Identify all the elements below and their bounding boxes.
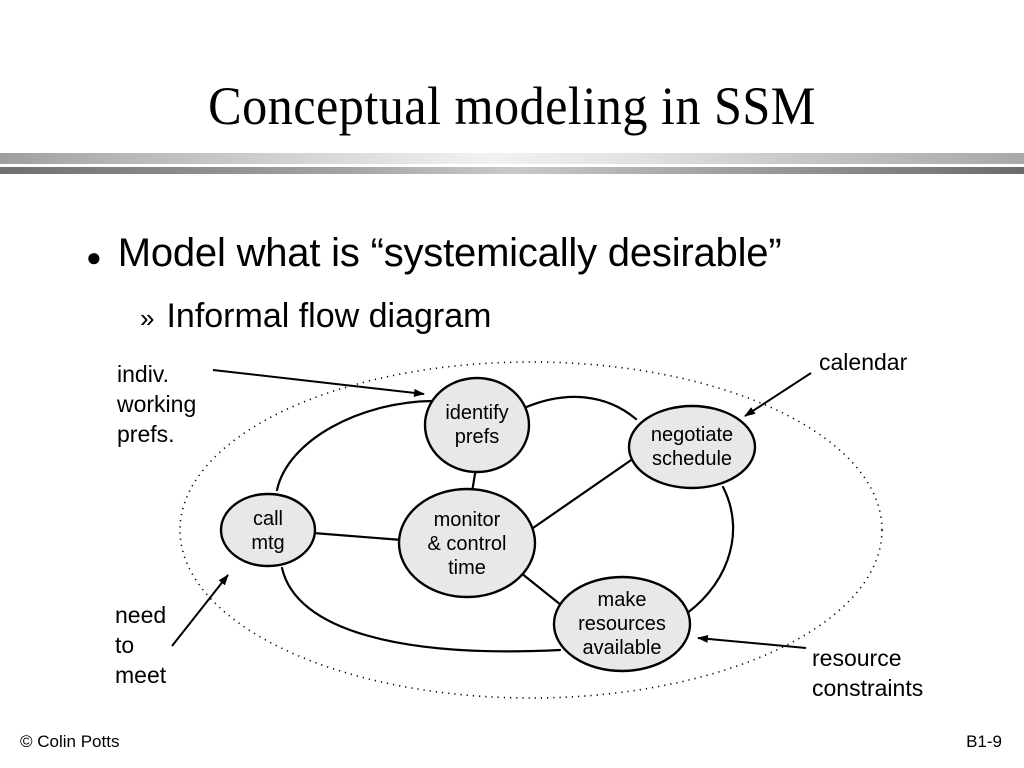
node-call-mtg-shape	[219, 492, 317, 568]
node-make-resources-available-line-2: available	[583, 637, 662, 659]
node-monitor-control-time[interactable]: monitor & control time	[397, 487, 537, 599]
node-negotiate-schedule[interactable]: negotiate schedule	[627, 404, 757, 490]
annotation-resource-constraints: resource constraints	[812, 645, 923, 701]
edge-identify-prefs-to-negotiate-schedule	[522, 395, 638, 421]
bullet-primary-label: Model what is “systemically desirable”	[117, 231, 782, 275]
node-monitor-control-time-shape	[397, 487, 537, 599]
node-make-resources-available-line-0: make	[598, 589, 647, 611]
page-title: Conceptual modeling in SSM	[208, 76, 816, 136]
node-make-resources-available[interactable]: make resources available	[552, 575, 692, 673]
node-make-resources-available-line-1: resources	[578, 613, 666, 635]
annotation-indiv-working-prefs: indiv. working prefs.	[116, 361, 196, 447]
annotation-indiv-working-prefs-line-0: indiv.	[117, 361, 169, 387]
divider-bar-bottom	[0, 167, 1024, 174]
annotation-need-to-meet-line-1: to	[115, 632, 134, 658]
node-call-mtg[interactable]: call mtg	[219, 492, 317, 568]
informal-flow-diagram: identify prefs negotiate schedule call m…	[0, 340, 1024, 720]
annotation-need-to-meet-line-0: need	[115, 602, 166, 628]
arrow-indiv-working-prefs	[212, 369, 425, 397]
arrow-calendar	[744, 372, 812, 417]
annotation-need-to-meet-line-2: meet	[115, 662, 167, 688]
node-identify-prefs[interactable]: identify prefs	[423, 376, 531, 474]
annotation-indiv-working-prefs-line-1: working	[116, 391, 196, 417]
node-negotiate-schedule-line-1: schedule	[652, 448, 732, 470]
annotation-resource-constraints-line-1: constraints	[812, 675, 923, 701]
annotation-resource-constraints-line-0: resource	[812, 645, 901, 671]
arrow-need-to-meet	[171, 574, 229, 647]
node-make-resources-available-shape	[552, 575, 692, 673]
edge-monitor-to-negotiate-schedule	[531, 445, 652, 530]
bullet-secondary-label: Informal flow diagram	[166, 297, 492, 335]
annotation-need-to-meet: need to meet	[115, 602, 167, 688]
annotation-calendar: calendar	[819, 349, 908, 375]
node-negotiate-schedule-shape	[627, 404, 757, 490]
bullet-dot-icon: ●	[86, 242, 102, 272]
annotation-indiv-working-prefs-line-2: prefs.	[117, 421, 175, 447]
footer-copyright: © Colin Potts	[20, 732, 120, 751]
divider-bar-top	[0, 153, 1024, 164]
node-call-mtg-line-1: mtg	[251, 532, 284, 554]
edge-call-mtg-to-monitor	[311, 531, 404, 542]
node-negotiate-schedule-line-0: negotiate	[651, 424, 733, 446]
node-identify-prefs-shape	[423, 376, 531, 474]
edge-call-mtg-to-make-resources	[280, 566, 562, 653]
node-call-mtg-line-0: call	[253, 508, 283, 530]
bullet-item-secondary: » Informal flow diagram	[140, 294, 491, 340]
node-monitor-control-time-line-2: time	[448, 557, 486, 579]
edge-negotiate-schedule-to-make-resources	[678, 485, 735, 620]
node-identify-prefs-line-1: prefs	[455, 426, 499, 448]
bullet-chevron-icon: »	[140, 303, 155, 333]
annotation-calendar-line-0: calendar	[819, 349, 908, 375]
diagram-canvas: identify prefs negotiate schedule call m…	[115, 349, 923, 701]
node-identify-prefs-line-0: identify	[445, 402, 508, 424]
flow-edges	[275, 395, 735, 653]
bullet-item-primary: ● Model what is “systemically desirable”	[86, 228, 782, 282]
edge-call-mtg-to-identify-prefs	[275, 399, 434, 492]
system-boundary-ellipse	[179, 361, 883, 699]
annotation-arrows	[171, 369, 812, 649]
node-monitor-control-time-line-1: & control	[428, 533, 507, 555]
arrow-resource-constraints	[697, 634, 807, 649]
footer-page-number: B1-9	[966, 732, 1002, 751]
node-monitor-control-time-line-0: monitor	[434, 509, 501, 531]
